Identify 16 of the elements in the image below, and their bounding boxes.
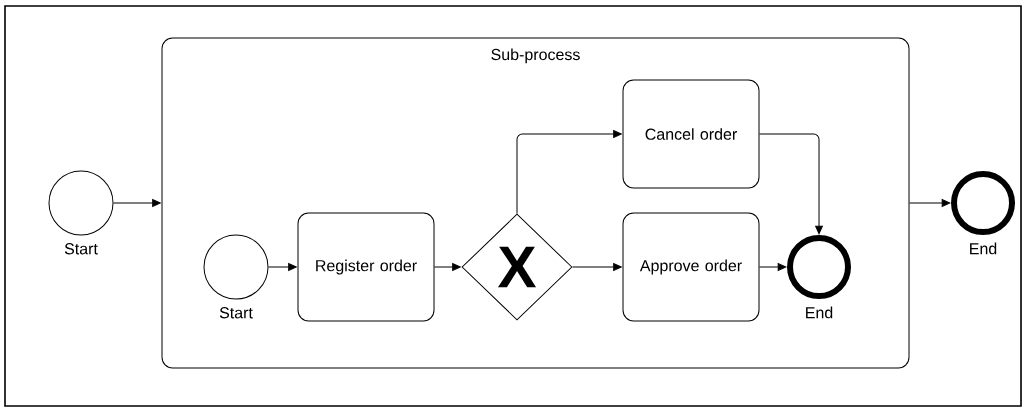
event-label: Start [219,307,253,319]
task-box: Cancel order [622,79,760,189]
arrow [572,263,622,271]
arrow [113,199,161,207]
event-label: Start [64,243,98,255]
arrow [268,263,297,271]
sub-process-title: Sub-process [491,48,580,64]
task-box: Approve order [622,212,760,322]
arrow [516,130,622,214]
arrow [434,263,461,271]
event-label: End [970,242,997,255]
event-label: End [806,306,833,319]
arrow [759,263,787,271]
arrow [759,133,823,235]
arrow [909,199,951,207]
task-box: Register order [297,212,435,322]
